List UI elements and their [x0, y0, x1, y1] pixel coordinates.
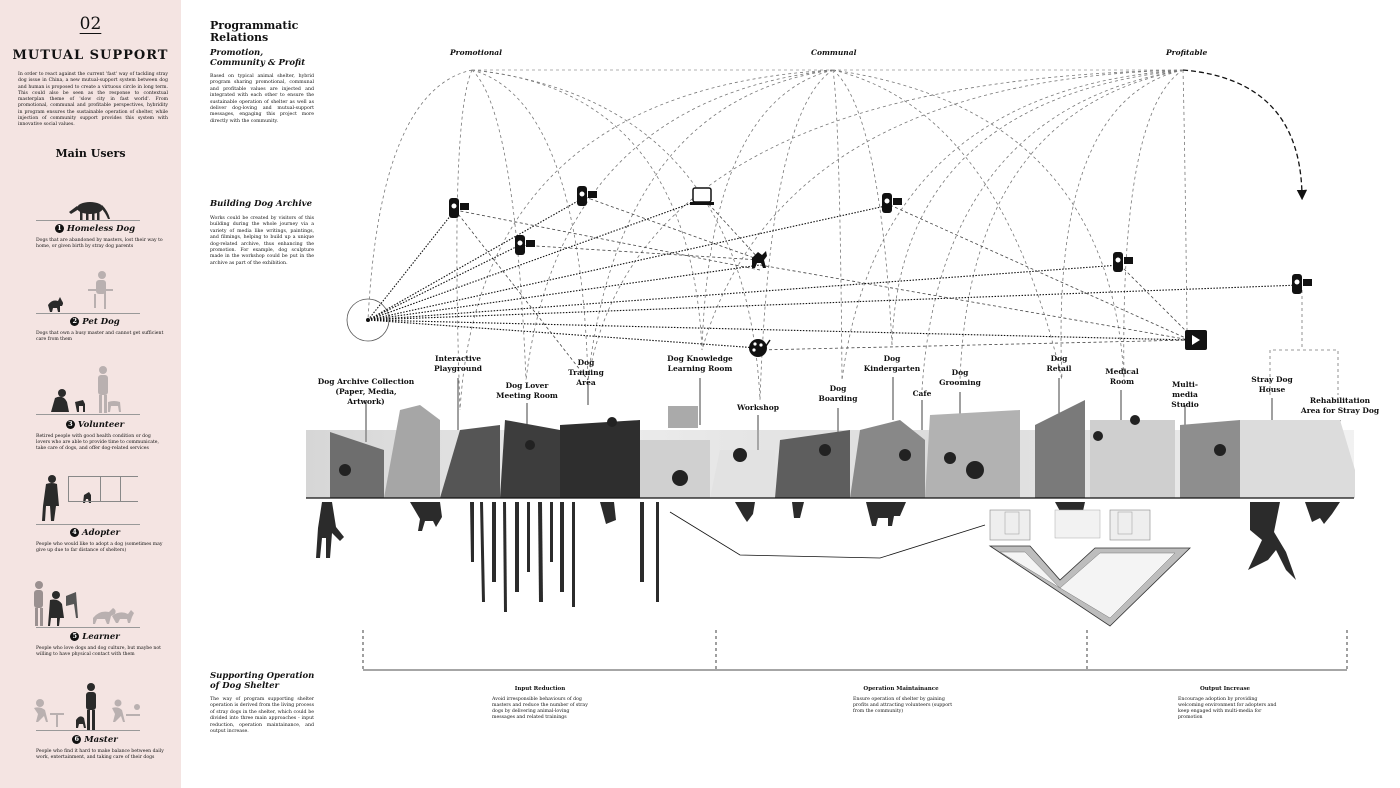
approach-input-title: Input Reduction [514, 686, 566, 692]
adoption-arrow [1182, 69, 1308, 201]
reflection-silhouettes [316, 502, 1340, 612]
label-dog-lover-meeting-room: Dog Lover Meeting Room [496, 381, 558, 400]
sidebar: 02 MUTUAL SUPPORT In order to react agai… [0, 0, 181, 788]
video-camera-icons [449, 186, 1312, 294]
program-subtitle: Promotion, Community & Profit [210, 48, 306, 68]
program-text: Based on typical animal shelter, hybrid … [210, 74, 314, 124]
learner-standing-icon [34, 581, 43, 626]
master-activities-icon [34, 699, 140, 727]
sculpture-icon [752, 251, 767, 268]
user-name: Master [84, 735, 118, 745]
laptop-icon [690, 187, 714, 205]
user-name: Homeless Dog [66, 224, 136, 234]
label-dog-kindergarten: Dog Kindergarten [863, 354, 921, 373]
users-title: Main Users [55, 147, 126, 160]
archive-links [367, 196, 1301, 349]
category-promotional: Promotional [450, 48, 503, 57]
label-cafe: Cafe [912, 389, 932, 398]
learner-dogs-icon [93, 608, 134, 624]
pet-dog-icon [48, 297, 63, 312]
label-workshop: Workshop [737, 403, 779, 412]
approach-operation-title: Operation Maintainance [863, 686, 939, 692]
learner-painting-icon [48, 591, 78, 626]
label-dog-boarding: Dog Boarding [818, 384, 858, 403]
user-desc: Retired people with good health conditio… [36, 434, 159, 451]
user-name: Volunteer [77, 420, 125, 430]
bottom-bracket [362, 630, 1348, 671]
icon-links [454, 196, 1191, 381]
palette-icon [749, 339, 771, 357]
user-desc: Dogs that are abandoned by masters, lost… [36, 238, 163, 249]
label-rehabilitation-area: Rehabilitation Area for Stray Dog [1300, 396, 1380, 415]
user-desc: People who love dogs and dog culture, bu… [36, 646, 161, 657]
video-camera-icon [882, 193, 902, 213]
label-dog-grooming: Dog Grooming [939, 368, 981, 387]
label-dog-archive-collection: Dog Archive Collection (Paper, Media, Ar… [317, 377, 415, 406]
photo-collage [306, 400, 1355, 498]
video-camera-icon [449, 198, 469, 218]
underground-structure [988, 509, 1191, 627]
label-interactive-playground: Interactive Playground [433, 354, 483, 373]
label-dog-retail: Dog Retail [1046, 354, 1072, 373]
archive-circle-icon [346, 298, 390, 342]
underground-lines [669, 511, 986, 559]
master-icon [76, 683, 96, 730]
section-number: 02 [79, 14, 102, 34]
intro-text: In order to react against the current 'f… [18, 72, 168, 128]
user-desc: Dogs that own a busy master and cannot g… [36, 331, 164, 342]
section-title: MUTUAL SUPPORT [12, 48, 169, 63]
user-desc: People who find it hard to make balance … [36, 749, 164, 760]
label-dog-knowledge-learning-room: Dog Knowledge Learning Room [667, 354, 733, 373]
approach-output-title: Output Increase [1199, 686, 1251, 692]
user-silhouettes [34, 202, 140, 731]
video-camera-icon [577, 186, 597, 206]
approach-output-text: Encourage adoption by providing welcomin… [1178, 697, 1277, 720]
label-medical-room: Medical Room [1105, 367, 1139, 386]
video-camera-icon [1113, 252, 1133, 272]
archive-title: Building Dog Archive [210, 199, 313, 209]
user-name: Learner [82, 632, 120, 642]
user-name: Pet Dog [82, 317, 120, 327]
support-title: Supporting Operation of Dog Shelter [210, 671, 315, 691]
support-text: The way of program supporting shelter op… [210, 697, 314, 735]
label-dog-training-area: Dog Training Area [568, 358, 604, 387]
category-profitable: Profitable [1166, 48, 1208, 57]
program-title: Programmatic Relations [210, 19, 299, 44]
archive-text: Works could be created by visitors of th… [210, 216, 314, 266]
volunteer-standing-icon [98, 366, 121, 413]
media-play-icon [1185, 330, 1207, 350]
user-name: Adopter [82, 528, 120, 538]
label-multi-media-studio: Multi-media Studio [1171, 380, 1199, 409]
homeless-dog-icon [69, 202, 110, 220]
volunteer-icon [51, 389, 85, 412]
person-at-desk-icon [88, 271, 113, 309]
category-communal: Communal [811, 48, 857, 57]
video-camera-icon [515, 235, 535, 255]
approach-operation-text: Ensure operation of shelter by gaining p… [853, 697, 953, 714]
adopter-icon [42, 475, 138, 521]
label-stray-dog-house: Stray Dog House [1251, 375, 1293, 394]
approach-input-text: Avoid irresponsible behaviours of dog ma… [492, 697, 588, 720]
video-camera-icon [1292, 274, 1312, 294]
user-desc: People who would like to adopt a dog (so… [36, 542, 163, 553]
